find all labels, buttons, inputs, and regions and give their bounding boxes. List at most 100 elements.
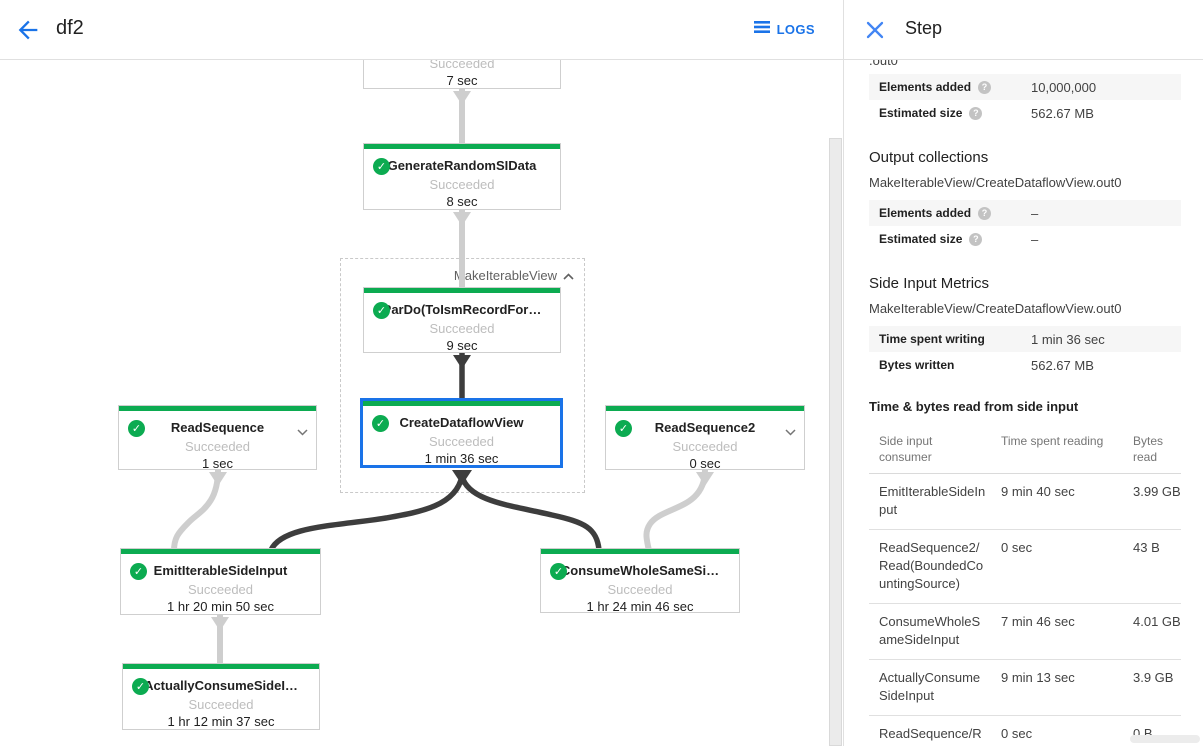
step-title: EmitIterableSideInput [153,563,288,578]
metric-value: – [1031,231,1039,247]
metric-row: Bytes written 562.67 MB [869,352,1181,378]
step-node-partial[interactable]: Succeeded 7 sec [363,60,561,89]
group-header[interactable]: MakeIterableView [454,268,574,283]
step-title: GenerateRandomSIData [387,158,537,173]
step-status: Succeeded [429,177,495,192]
check-circle-icon: ✓ [130,563,147,580]
help-icon[interactable]: ? [978,206,992,220]
metric-row: Elements added? 10,000,000 [869,74,1181,100]
status-bar [541,549,739,554]
check-circle-icon: ✓ [372,415,389,432]
step-status: Succeeded [429,321,495,336]
metric-value: – [1031,205,1039,221]
chevron-down-icon[interactable] [297,423,308,441]
step-status: Succeeded [429,60,495,71]
table-row: ActuallyConsumeSideInput 9 min 13 sec 3.9 … [869,660,1181,716]
table-cell: 9 min 13 sec [1001,670,1075,685]
logs-button[interactable]: LOGS [753,20,815,38]
vertical-scrollbar-thumb[interactable] [829,138,842,746]
table-cell: 3.9 GB [1133,670,1174,685]
check-circle-icon: ✓ [373,302,390,319]
top-bar: df2 LOGS [0,0,843,60]
help-icon[interactable]: ? [969,106,983,120]
horizontal-scrollbar-thumb[interactable] [1130,735,1200,743]
status-bar [606,406,804,411]
help-icon[interactable]: ? [978,80,992,94]
side-input-table-heading: Time & bytes read from side input [869,399,1079,414]
step-status: Succeeded [607,582,673,597]
metric-value: 562.67 MB [1031,357,1094,373]
step-duration: 1 hr 12 min 37 sec [167,714,275,729]
table-cell: 3.99 GB [1133,484,1181,499]
status-bar [119,406,316,411]
logs-button-label: LOGS [776,21,815,37]
job-title: df2 [56,17,84,39]
step-node-consume-whole-same-side-input[interactable]: ✓ ConsumeWholeSameSi… Succeeded 1 hr 24 … [540,548,740,614]
step-duration: 1 hr 20 min 50 sec [167,599,274,614]
table-cell: EmitIterableSideInput [879,484,986,517]
check-circle-icon: ✓ [373,158,390,175]
metric-label: Time spent writing [879,332,985,346]
table-row: ReadSequence2/Read(BoundedCountingSource… [869,530,1181,604]
metric-label: Bytes written [879,358,955,372]
step-node-read-sequence[interactable]: ✓ ReadSequence Succeeded 1 sec [118,405,317,471]
step-status: Succeeded [184,439,251,454]
metric-value: 10,000,000 [1031,79,1097,95]
step-node-emit-iterable-side-input[interactable]: ✓ EmitIterableSideInput Succeeded 1 hr 2… [120,548,321,615]
step-duration: 8 sec [446,194,478,209]
help-icon[interactable]: ? [969,232,983,246]
step-duration: 1 hr 24 min 46 sec [586,599,694,614]
step-node-generate-random-si-data[interactable]: ✓ GenerateRandomSIData Succeeded 8 sec [363,143,561,210]
table-cell: ActuallyConsumeSideInput [879,670,981,703]
step-status: Succeeded [672,439,738,454]
step-node-pardo-to-ism-record[interactable]: ✓ ParDo(ToIsmRecordFor… Succeeded 9 sec [363,287,561,353]
output-collection-metrics: Elements added? – Estimated size? – [869,200,1181,252]
metric-row: Estimated size? – [869,226,1181,252]
column-header: Bytes read [1133,434,1164,464]
step-status: Succeeded [188,697,254,712]
step-duration: 1 min 36 sec [424,451,499,466]
side-input-collection-name: MakeIterableView/CreateDataflowView.out0 [869,301,1122,316]
step-duration: 1 sec [201,456,234,471]
step-node-actually-consume-side-input[interactable]: ✓ ActuallyConsumeSideI… Succeeded 1 hr 1… [122,663,320,730]
step-duration: 9 sec [446,338,478,353]
panel-header: Step [844,0,1203,60]
metric-label: Elements added [879,206,972,220]
metric-label: Estimated size [879,232,963,246]
back-arrow-icon[interactable] [14,16,42,44]
step-title: CreateDataflowView [399,415,524,430]
check-circle-icon: ✓ [128,420,145,437]
panel-title: Step [905,18,943,38]
logs-icon [753,20,770,38]
step-node-read-sequence2[interactable]: ✓ ReadSequence2 Succeeded 0 sec [605,405,805,471]
metric-value: 1 min 36 sec [1031,331,1105,347]
table-cell: ReadSequence/Read(BoundedCountingSource) [879,726,982,746]
job-graph-canvas[interactable]: MakeIterableView [0,60,843,746]
step-status: Succeeded [187,582,254,597]
table-cell: 9 min 40 sec [1001,484,1075,499]
metric-label: Elements added [879,80,972,94]
metric-value: 562.67 MB [1031,105,1094,121]
chevron-down-icon[interactable] [785,423,796,441]
output-collections-heading: Output collections [869,149,989,166]
clipped-collection-text: .out0 [869,60,898,68]
table-cell: 0 sec [1001,540,1033,555]
output-collection-name: MakeIterableView/CreateDataflowView.out0 [869,175,1122,190]
table-cell: ReadSequence2/Read(BoundedCountingSource… [879,540,984,591]
step-node-create-dataflow-view-selected[interactable]: ✓ CreateDataflowView Succeeded 1 min 36 … [360,398,563,468]
metric-row: Estimated size? 562.67 MB [869,100,1181,126]
table-cell: ConsumeWholeSameSideInput [879,614,981,647]
column-header: Side input consumer [879,434,933,464]
close-icon[interactable] [866,21,884,39]
step-status: Succeeded [428,434,495,449]
metric-label: Estimated size [879,106,963,120]
check-circle-icon: ✓ [550,563,567,580]
column-header: Time spent reading [1001,434,1104,448]
table-cell: 7 min 46 sec [1001,614,1075,629]
step-duration: 7 sec [446,73,478,88]
